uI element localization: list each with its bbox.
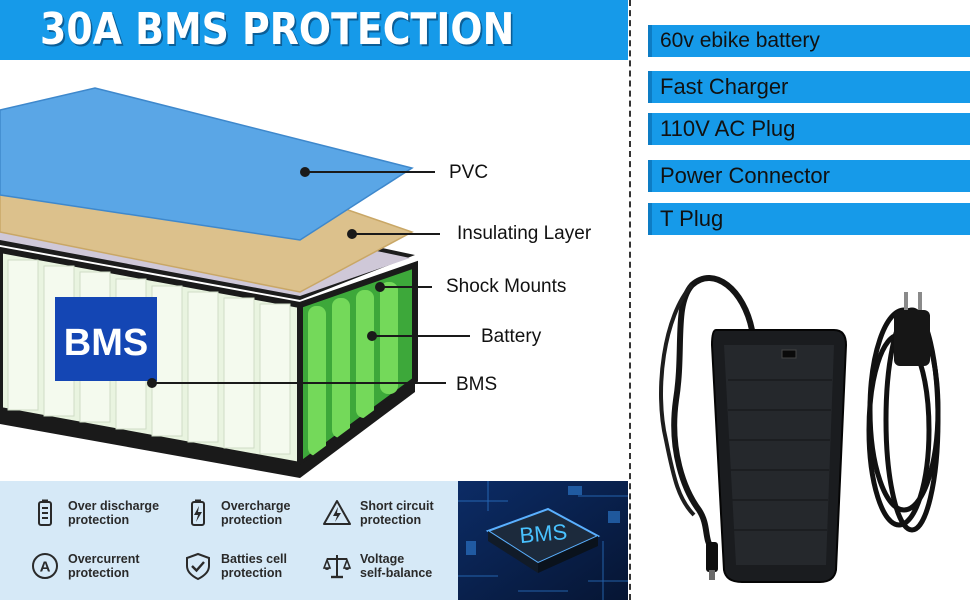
battery-bottom-frame	[0, 380, 415, 478]
svg-text:A: A	[40, 559, 51, 576]
charger-image	[659, 275, 941, 583]
bms-chip-image: BMS	[458, 481, 628, 600]
feature-label: Voltage self-balance	[360, 552, 433, 580]
section-divider	[629, 0, 631, 600]
battery-icon	[38, 499, 52, 526]
feature-label: Batties cell protection	[221, 552, 288, 580]
callout-insulating-layer: Insulating Layer	[457, 223, 592, 244]
dc-cable	[671, 275, 755, 551]
page-title: 30A BMS PROTECTION	[40, 4, 515, 55]
shield-check-icon	[186, 552, 210, 581]
charge-icon	[191, 499, 205, 526]
protection-features: Over discharge protection Overcharge pro…	[0, 481, 458, 600]
package-item-label: 60v ebike battery	[660, 29, 820, 52]
feature-label: Overcurrent protection	[68, 552, 140, 580]
right-panel: 60v ebike battery Fast Charger 110V AC P…	[634, 0, 970, 600]
callout-battery: Battery	[481, 326, 542, 347]
current-icon: A	[32, 553, 58, 579]
bms-badge-text: BMS	[64, 322, 148, 364]
feature-short-circuit: Short circuit protection	[322, 498, 434, 528]
package-item-label: T Plug	[660, 206, 724, 231]
pvc-layer	[0, 87, 414, 241]
warning-icon	[323, 500, 351, 525]
package-item: T Plug	[648, 203, 970, 235]
callout-bms: BMS	[456, 374, 498, 395]
bms-badge	[55, 297, 157, 381]
package-item: Power Connector	[648, 160, 970, 192]
bms-chip-text: BMS	[519, 519, 569, 548]
callout-lines	[147, 167, 470, 388]
feature-overcurrent: A Overcurrent protection	[30, 551, 140, 581]
callout-pvc: PVC	[449, 162, 489, 183]
ac-plug	[894, 310, 930, 366]
package-item: Fast Charger	[648, 71, 970, 103]
package-item-label: Power Connector	[660, 163, 830, 188]
feature-overcharge: Overcharge protection	[183, 498, 290, 528]
led-indicator	[781, 349, 797, 359]
package-item: 110V AC Plug	[648, 113, 970, 145]
feature-over-discharge: Over discharge protection	[30, 498, 159, 528]
feature-label: Short circuit protection	[360, 499, 434, 527]
dc-plug	[706, 542, 718, 572]
battery-cells-green	[308, 282, 398, 456]
scale-icon	[322, 555, 352, 579]
package-item: 60v ebike battery	[648, 25, 970, 57]
feature-label: Overcharge protection	[221, 499, 291, 527]
feature-label: Over discharge protection	[68, 499, 160, 527]
callout-shock-mounts: Shock Mounts	[446, 276, 567, 297]
feature-cell-protection: Batties cell protection	[183, 551, 287, 581]
package-item-label: 110V AC Plug	[660, 116, 796, 141]
left-panel: 30A BMS PROTECTION	[0, 0, 628, 600]
feature-voltage-balance: Voltage self-balance	[322, 551, 432, 581]
title-bar: 30A BMS PROTECTION	[0, 0, 628, 60]
battery-layers-diagram: BMS	[0, 87, 470, 478]
package-item-label: Fast Charger	[660, 74, 789, 99]
